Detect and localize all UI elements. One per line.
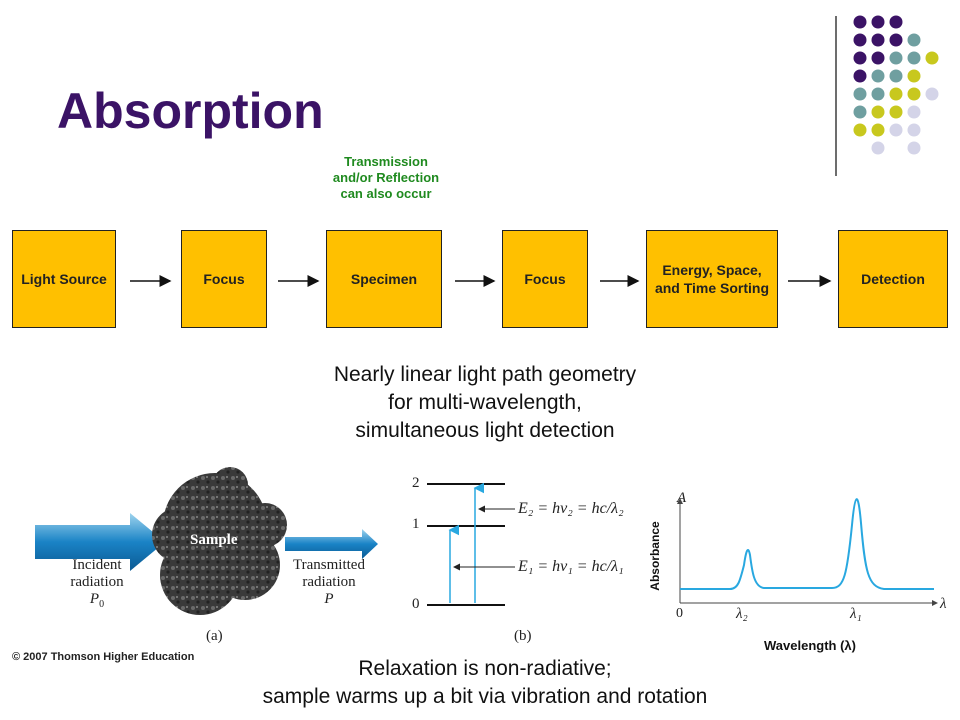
spectrum-curve xyxy=(680,498,934,590)
level-0-label: 0 xyxy=(412,596,420,612)
panel-label-b: (b) xyxy=(514,628,532,644)
incident-symbol: P0 xyxy=(89,591,105,610)
figure-a-sample-absorption xyxy=(35,467,378,615)
equation-e2: E₂ = hν₂ = hc/λ₂ xyxy=(518,500,624,517)
incident-beam-arrow xyxy=(35,513,165,571)
dots-row-3 xyxy=(853,51,939,65)
dots-row-2 xyxy=(853,33,921,47)
figure-b-energy-levels xyxy=(427,482,515,606)
geometry-caption-line-1: Nearly linear light path geometry xyxy=(333,363,637,386)
spectrum-x-symbol: λ xyxy=(940,596,947,612)
sample-blob xyxy=(152,467,287,615)
dots-row-6 xyxy=(853,105,921,119)
tick-lambda-2: λ₂ xyxy=(736,606,748,622)
decorative-dot-grid xyxy=(853,15,939,155)
dots-row-4 xyxy=(853,69,921,83)
level-1-label: 1 xyxy=(412,516,420,532)
copyright-notice: © 2007 Thomson Higher Education xyxy=(12,651,195,663)
transmitted-symbol: P xyxy=(324,591,334,607)
relaxation-caption-line-2: sample warms up a bit via vibration and … xyxy=(262,685,708,708)
transmission-note: Transmission and/or Reflection can also … xyxy=(332,154,440,201)
transmitted-label-line-1: Transmitted xyxy=(293,557,365,573)
geometry-caption: Nearly linear light path geometry for mu… xyxy=(240,361,730,445)
spectrum-origin-label: 0 xyxy=(676,606,683,621)
dots-row-1 xyxy=(853,15,903,29)
stage-energy-space-time-sorting: Energy, Space, and Time Sorting xyxy=(646,230,778,328)
dots-row-8 xyxy=(871,141,921,155)
panel-label-a: (a) xyxy=(206,628,223,644)
stage-light-source: Light Source xyxy=(12,230,116,328)
sample-label: Sample xyxy=(190,532,238,548)
equation-e1: E₁ = hν₁ = hc/λ₁ xyxy=(518,558,624,575)
transmitted-label: Transmitted radiation P xyxy=(283,557,375,608)
spectrum-y-axis-label: Absorbance xyxy=(648,521,662,591)
tick-lambda-1: λ₁ xyxy=(850,606,862,622)
spectrum-x-axis-label: Wavelength (λ) xyxy=(764,638,856,653)
geometry-caption-line-2: for multi-wavelength, xyxy=(388,391,582,414)
relaxation-caption-line-1: Relaxation is non-radiative; xyxy=(358,657,612,680)
stage-focus-1: Focus xyxy=(181,230,267,328)
incident-label-line-2: radiation xyxy=(70,574,124,590)
spectrum-y-symbol: A xyxy=(677,490,687,506)
incident-label-line-1: Incident xyxy=(72,557,122,573)
relaxation-caption: Relaxation is non-radiative; sample warm… xyxy=(180,655,790,711)
stage-detection: Detection xyxy=(838,230,948,328)
stage-focus-2: Focus xyxy=(502,230,588,328)
transmitted-beam-arrow xyxy=(285,529,378,559)
geometry-caption-line-3: simultaneous light detection xyxy=(355,419,615,442)
stage-specimen: Specimen xyxy=(326,230,442,328)
decorative-vertical-rule xyxy=(835,16,837,176)
flow-arrows xyxy=(130,275,832,287)
dots-row-7 xyxy=(853,123,921,137)
absorbance-spectrum xyxy=(677,498,938,606)
level-2-label: 2 xyxy=(412,475,420,491)
dots-row-5 xyxy=(853,87,939,101)
slide-title: Absorption xyxy=(57,83,324,139)
incident-label: Incident radiation P0 xyxy=(52,557,142,613)
transmitted-label-line-2: radiation xyxy=(302,574,356,590)
